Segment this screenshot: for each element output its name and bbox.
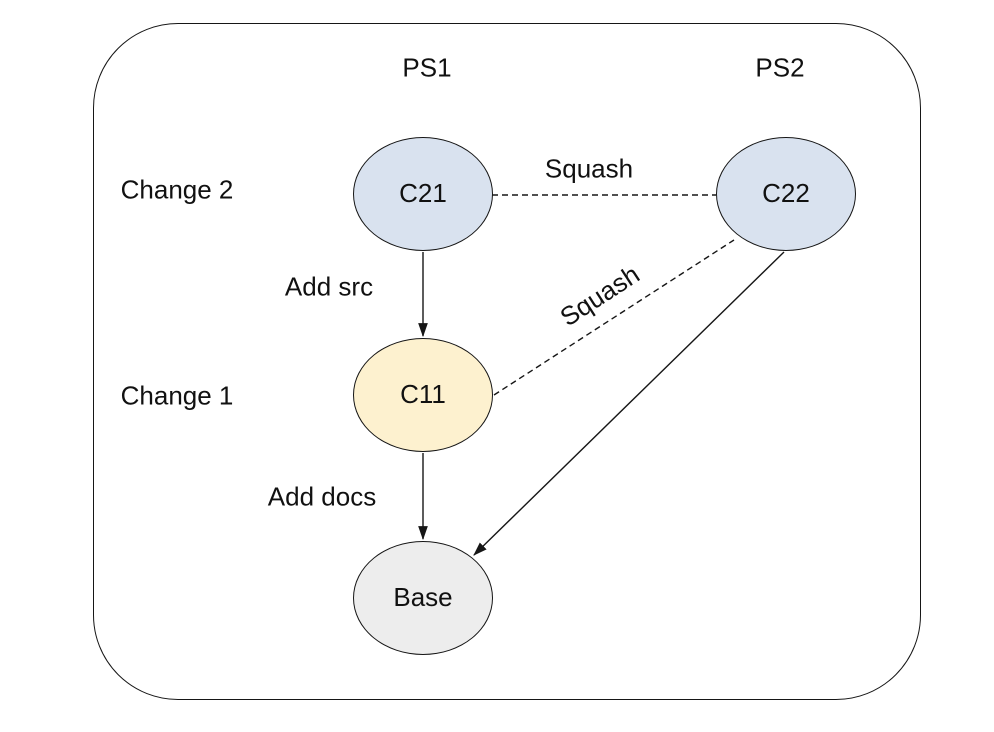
row-label-change-2: Change 2 xyxy=(120,174,234,205)
diagram-boundary xyxy=(93,23,921,700)
node-c21: C21 xyxy=(353,137,493,251)
node-c22-label: C22 xyxy=(762,178,810,209)
node-c22: C22 xyxy=(716,137,856,251)
column-label-ps2: PS2 xyxy=(755,52,805,83)
node-c11-label: C11 xyxy=(400,379,446,410)
edge-label-squash-top: Squash xyxy=(544,153,634,184)
edge-c22-base-arrow xyxy=(473,251,785,556)
node-base-label: Base xyxy=(393,582,453,613)
column-label-ps1: PS1 xyxy=(402,52,452,83)
node-c11: C11 xyxy=(353,338,493,452)
edge-c11-c22-dashed xyxy=(493,239,735,396)
node-c21-label: C21 xyxy=(399,178,447,209)
row-label-change-1: Change 1 xyxy=(120,380,234,411)
node-base: Base xyxy=(353,541,493,655)
edge-label-add-src: Add src xyxy=(284,271,374,302)
edge-label-add-docs: Add docs xyxy=(267,481,377,512)
